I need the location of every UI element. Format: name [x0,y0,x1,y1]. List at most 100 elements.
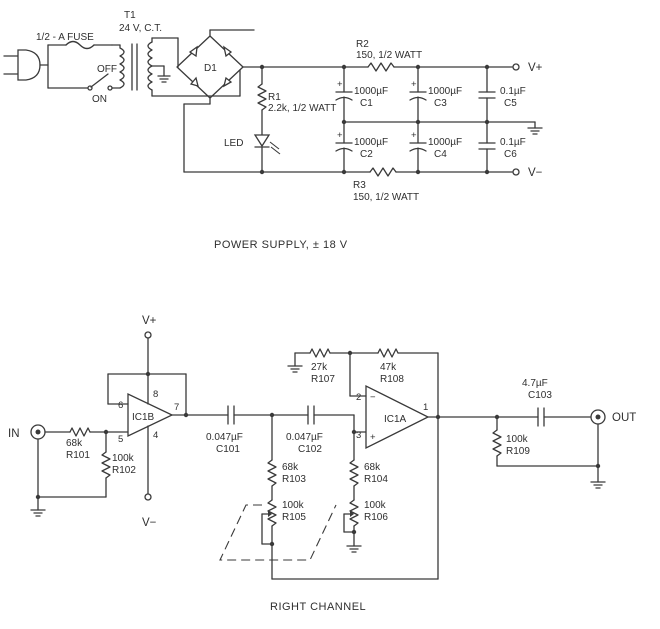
power-switch [90,73,109,88]
r107-value: 27k [311,362,328,373]
svg-text:+: + [337,79,343,90]
ic1a-pin1: 1 [423,402,428,413]
r109-value: 100k [506,434,529,445]
input-label: IN [8,428,20,440]
c1-ref: C1 [360,98,373,109]
c2-value: 1000µF [354,137,388,148]
ic1a-pin3: 3 [356,430,361,441]
c2-ref: C2 [360,149,373,160]
led-icon [253,134,281,155]
ic1b-pin7: 7 [174,402,179,413]
svg-text:+: + [411,130,417,141]
r101-ref: R101 [66,450,90,461]
resistor-r1 [257,83,267,111]
transformer-ref: T1 [124,10,136,21]
svg-text:+: + [337,130,343,141]
r108-ref: R108 [380,374,404,385]
input-jack-icon [30,424,46,440]
led-label: LED [224,138,243,149]
ps-vminus-label: V− [528,167,543,179]
r2-ref: R2 [356,39,369,50]
r108-value: 47k [380,362,397,373]
right-channel-caption: RIGHT CHANNEL [270,601,366,613]
r104-ref: R104 [364,474,388,485]
c4-ref: C4 [434,149,447,160]
c6-value: 0.1µF [500,137,526,148]
switch-off-label: OFF [97,64,117,75]
bridge-rectifier-d1-icon [176,29,263,173]
ps-ground-icon [527,121,543,135]
opamp-ic1b [127,392,174,438]
r106-ref: R106 [364,512,388,523]
ac-plug-icon [3,44,49,89]
resistor-r2 [367,62,395,72]
output-label: OUT [612,412,636,424]
r105-ref: R105 [282,512,306,523]
resistor-r3 [369,167,397,177]
ic1b-pin6: 6 [118,400,123,411]
r2-value: 150, 1/2 WATT [356,50,422,61]
r104-value: 68k [364,462,381,473]
r3-ref: R3 [353,180,366,191]
ic1a-plus: + [370,432,376,443]
output-jack-icon [590,409,606,425]
resistor-r104 [349,459,359,487]
ic1b-pin8: 8 [153,389,158,400]
r102-value: 100k [112,453,135,464]
c101-value: 0.047µF [206,432,243,443]
power-supply-caption: POWER SUPPLY, ± 18 V [214,239,348,251]
r103-ref: R103 [282,474,306,485]
opamp-ic1a [365,384,430,450]
c1-value: 1000µF [354,86,388,97]
c102-value: 0.047µF [286,432,323,443]
r107-ground-icon [287,365,303,373]
c5-value: 0.1µF [500,86,526,97]
switch-on-label: ON [92,94,107,105]
fuse-label: 1/2 - A FUSE [36,32,94,43]
power-supply-section: 1/2 - A FUSE OFF ON T1 24 V, C.T. [3,10,543,251]
potentiometer-r106 [349,499,359,527]
ic1a-pin2: 2 [356,392,361,403]
r103-value: 68k [282,462,299,473]
c3-value: 1000µF [428,86,462,97]
r107-ref: R107 [311,374,335,385]
r1-value: 2.2k, 1/2 WATT [268,103,336,114]
c5-ref: C5 [504,98,517,109]
ic1b-pin5: 5 [118,434,123,445]
r1-ref: R1 [268,92,281,103]
c6-ref: C6 [504,149,517,160]
c103-value: 4.7µF [522,378,548,389]
rc-vminus-label: V− [142,517,157,529]
rc-vplus-label: V+ [142,315,157,327]
input-ground-icon [30,509,46,517]
r3-value: 150, 1/2 WATT [353,192,419,203]
c103-ref: C103 [528,390,552,401]
resistor-r101 [69,427,91,437]
transformer-spec: 24 V, C.T. [119,23,162,34]
output-ground-icon [590,481,606,489]
resistor-r109 [492,429,502,457]
fuse-icon [65,40,95,50]
c4-value: 1000µF [428,137,462,148]
right-channel-section: IN 68k R101 100k R102 IC1B 6 8 7 5 4 [8,315,636,613]
gang-link [219,504,337,561]
potentiometer-r105 [267,499,277,527]
resistor-r103 [267,459,277,487]
c101-ref: C101 [216,444,240,455]
resistor-r102 [101,451,111,479]
ic1b-ref: IC1B [132,412,155,423]
r109-ref: R109 [506,446,530,457]
c3-ref: C3 [434,98,447,109]
r106-ground-icon [346,545,362,553]
r106-value: 100k [364,500,387,511]
c102-ref: C102 [298,444,322,455]
resistor-r108 [377,348,399,358]
r102-ref: R102 [112,465,136,476]
transformer-t1-icon [111,37,241,97]
r101-value: 68k [66,438,83,449]
bridge-ref: D1 [204,63,217,74]
ic1a-ref: IC1A [384,414,407,425]
svg-text:+: + [411,79,417,90]
